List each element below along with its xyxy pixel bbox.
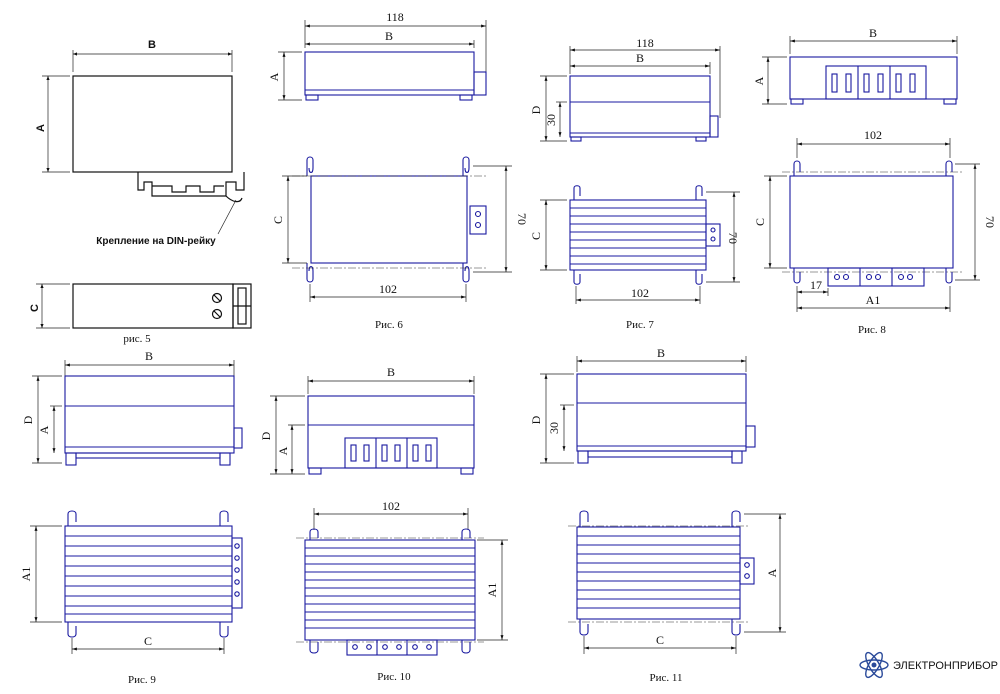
- fig7-dim-c: C: [529, 232, 543, 240]
- fig7-dim-d: D: [529, 105, 543, 114]
- fig8-dim-102: 102: [864, 128, 882, 142]
- fig11-caption: Рис. 11: [650, 672, 683, 684]
- fig10-top-body: [307, 395, 475, 469]
- fig7-dim-30: 30: [544, 114, 558, 126]
- fig7-fins: [569, 199, 707, 271]
- fig8-dim-b: B: [869, 26, 877, 40]
- fig8: B A 102 C: [752, 26, 997, 336]
- fig11-dim-30: 30: [547, 422, 561, 434]
- fig8-terminal-block: [825, 65, 927, 100]
- fig7-dim-102: 102: [631, 286, 649, 300]
- atom-icon: [859, 651, 889, 679]
- fig7-dim-70: 70: [726, 232, 740, 244]
- fig5-label-b: B: [148, 39, 156, 51]
- fig9-dim-b: B: [145, 349, 153, 363]
- fig6-dim-70: 70: [515, 213, 529, 225]
- fig10-dim-102: 102: [382, 499, 400, 513]
- fig6-top-body: [304, 51, 475, 96]
- fig9-caption: Рис. 9: [128, 674, 156, 686]
- fig6: 118 B A C 70 102 Рис. 6: [267, 10, 529, 331]
- fig11-dim-d: D: [529, 415, 543, 424]
- fig11-dim-c: C: [656, 633, 664, 647]
- fig9-fins: [64, 525, 233, 623]
- fig5-caption: рис. 5: [123, 333, 151, 345]
- fig6-dim-102: 102: [379, 282, 397, 296]
- fig8-caption: Рис. 8: [858, 324, 886, 336]
- fig6-dim-a: A: [267, 72, 281, 81]
- fig5-label-a: A: [35, 124, 47, 132]
- fig9-dim-a: A: [37, 425, 51, 434]
- fig10-connectors: [346, 639, 438, 656]
- fig11-top-body: [576, 373, 747, 452]
- fig5-side-body: [72, 283, 234, 329]
- fig9-top-body: [64, 375, 235, 454]
- fig5-body: [72, 75, 233, 173]
- fig11-fins: [576, 526, 741, 620]
- fig7-dim-118: 118: [636, 36, 654, 50]
- fig7-top-body: [569, 75, 711, 138]
- fig11-dim-b: B: [657, 346, 665, 360]
- fig11: B D 30: [529, 346, 786, 684]
- fig10: B D A 102: [259, 365, 508, 683]
- fig9: B D A: [19, 349, 243, 686]
- fig10-dim-a1: A1: [485, 583, 499, 598]
- logo: ЭЛЕКТРОНПРИБОР: [859, 651, 998, 679]
- fig6-dim-118: 118: [386, 10, 404, 24]
- fig7-dim-b: B: [636, 51, 644, 65]
- fig5-label-c: C: [29, 304, 41, 312]
- fig8-dim-a: A: [752, 76, 766, 85]
- fig8-bottom-body: [789, 175, 954, 269]
- fig8-dim-17: 17: [810, 278, 822, 292]
- fig9-dim-c: C: [144, 634, 152, 648]
- fig8-connectors: [827, 267, 925, 287]
- fig11-dim-a: A: [765, 568, 779, 577]
- fig8-dim-c: C: [753, 218, 767, 226]
- fig10-terminal-block: [344, 437, 438, 469]
- logo-text: ЭЛЕКТРОНПРИБОР: [893, 660, 998, 672]
- fig8-dim-a1: A1: [866, 293, 881, 307]
- fig6-caption: Рис. 6: [375, 319, 403, 331]
- fig5-din-callout: Крепление на DIN-рейку: [96, 236, 216, 247]
- fig10-fins: [304, 539, 476, 641]
- fig7-caption: Рис. 7: [626, 319, 654, 331]
- fig6-bottom-body: [310, 175, 468, 264]
- fig5: B A Крепление на DIN-рейку C рис. 5: [29, 39, 252, 345]
- fig8-top-body: [789, 56, 958, 100]
- fig10-dim-b: B: [387, 365, 395, 379]
- fig5-din-clip: [137, 172, 245, 197]
- fig6-dim-c: C: [271, 216, 285, 224]
- fig9-dim-d: D: [21, 415, 35, 424]
- fig7: 118 B D 30: [529, 36, 740, 331]
- fig6-dim-b: B: [385, 29, 393, 43]
- fig9-dim-a1: A1: [19, 567, 33, 582]
- fig10-dim-d: D: [259, 431, 273, 440]
- fig10-caption: Рис. 10: [377, 671, 411, 683]
- fig10-dim-a: A: [276, 446, 290, 455]
- fig8-dim-70: 70: [983, 216, 997, 228]
